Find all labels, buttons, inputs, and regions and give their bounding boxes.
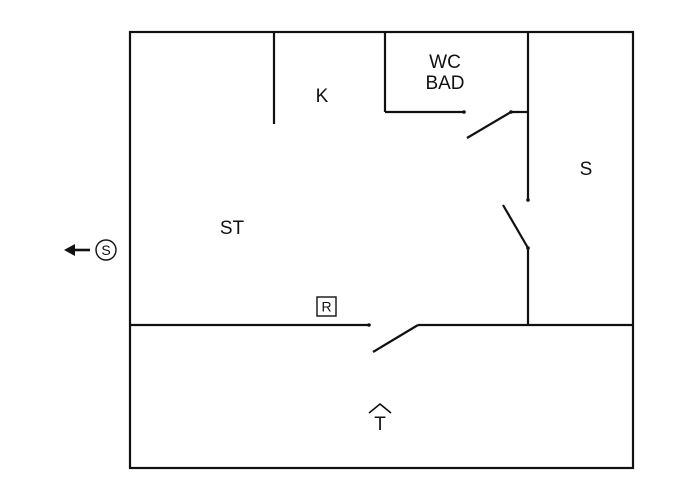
room-label-wc: WC — [429, 52, 461, 73]
bathroom-door — [466, 111, 512, 139]
room-label-bedroom: S — [580, 159, 593, 180]
terrace-door — [372, 324, 419, 353]
room-label-living: ST — [220, 218, 245, 239]
room-label-kitchen: K — [316, 86, 329, 107]
circle-marker-label: S — [101, 242, 110, 258]
radiator-box — [316, 296, 337, 317]
up-arrow-icon — [368, 402, 392, 414]
radiator-label: R — [321, 299, 331, 315]
room-label-terrace: T — [374, 414, 386, 435]
arrow-left-icon — [64, 244, 90, 256]
circle-marker — [95, 239, 117, 261]
room-label-bad: BAD — [425, 73, 464, 94]
bedroom-door — [502, 204, 529, 249]
outer-wall — [128, 30, 635, 470]
